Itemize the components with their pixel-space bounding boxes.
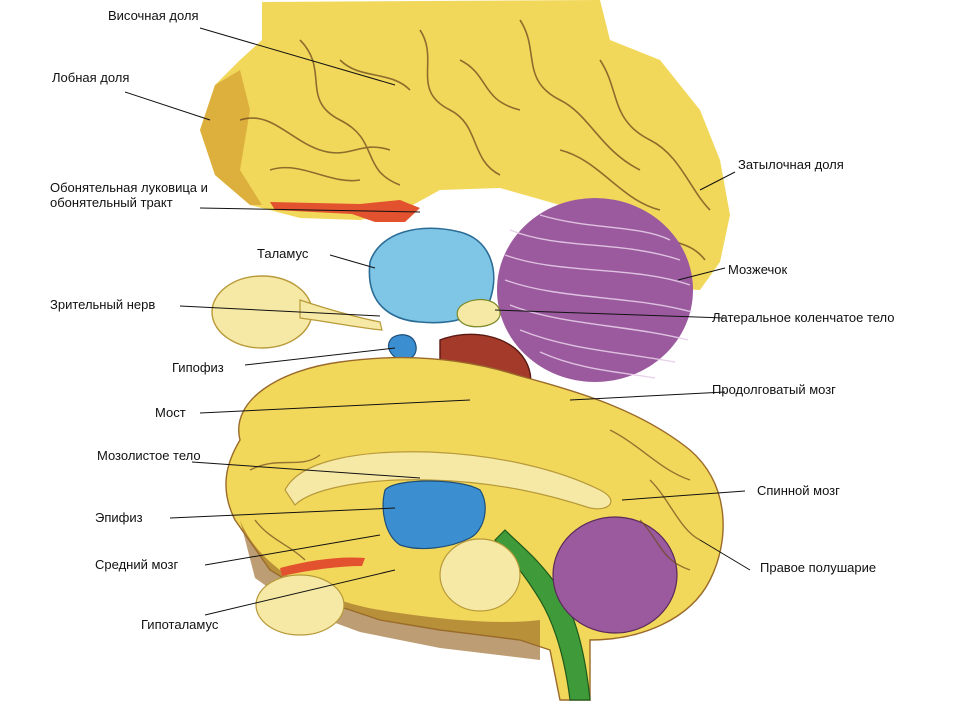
label-pineal: Эпифиз: [95, 510, 143, 525]
label-spinal-cord: Спинной мозг: [757, 483, 840, 498]
cerebellum-shape: [497, 198, 693, 382]
lower-hemisphere: [225, 356, 724, 701]
lower-cortex-shade: [240, 520, 540, 660]
label-lateral-geniculate: Латеральное коленчатое тело: [712, 310, 895, 325]
pituitary-shape: [387, 334, 417, 361]
label-hypothalamus: Гипоталамус: [141, 617, 219, 632]
ventricle-shape: [382, 480, 486, 550]
label-midbrain: Средний мозг: [95, 557, 179, 572]
label-frontal-lobe: Лобная доля: [52, 70, 130, 85]
cerebellum: [497, 198, 693, 382]
lateral-geniculate-shape: [456, 298, 501, 328]
label-corpus-callosum: Мозолистое тело: [97, 448, 201, 463]
label-pituitary: Гипофиз: [172, 360, 224, 375]
corpus-callosum-shape: [284, 451, 612, 510]
midbrain-bulb: [439, 538, 521, 612]
label-cerebellum: Мозжечок: [728, 262, 788, 277]
label-medulla: Продолговатый мозг: [712, 382, 836, 397]
lower-olfactory: [280, 557, 365, 576]
label-occipital-lobe: Затылочная доля: [738, 157, 844, 172]
optic-nerve-shape: [299, 299, 383, 331]
label-olfactory: Обонятельная луковица и обонятельный тра…: [50, 180, 208, 210]
label-thalamus: Таламус: [257, 246, 309, 261]
frontal-shade: [200, 70, 262, 205]
leader-lines: [124, 27, 751, 616]
thalamus-shape: [368, 227, 495, 324]
label-right-hemisphere: Правое полушарие: [760, 560, 877, 575]
label-optic-nerve: Зрительный нерв: [50, 297, 156, 312]
spinal-cord-lower: [494, 529, 591, 701]
label-pons: Мост: [155, 405, 186, 420]
cerebellum-lower: [552, 516, 678, 634]
label-temporal-lobe: Височная доля: [108, 8, 199, 23]
hypothalamus-bulb: [255, 574, 345, 636]
